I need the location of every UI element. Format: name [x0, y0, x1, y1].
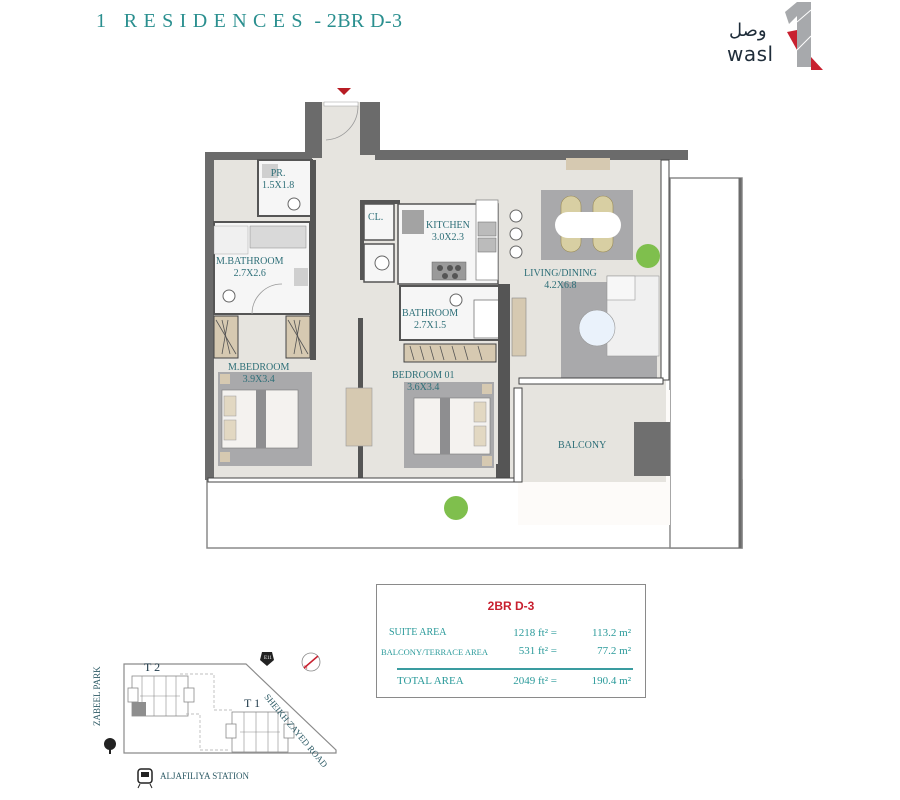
area-row-label: TOTAL AREA — [397, 675, 464, 687]
room-name: M.BEDROOM — [228, 362, 290, 373]
road-badge-text: E11 — [264, 656, 272, 661]
logo-one-mark-icon — [785, 2, 823, 70]
room-label-master-bedroom: M.BEDROOM 3.9X3.4 — [228, 362, 289, 386]
floor-plan: PR. 1.5X1.8 CL. KITCHEN 3.0X2.3 M.BATHRO… — [205, 88, 743, 549]
room-label-living-dining: LIVING/DINING 4.2X6.8 — [524, 268, 597, 292]
room-name: BEDROOM 01 — [392, 370, 455, 381]
room-name: BATHROOM — [402, 308, 459, 319]
logo-english-text: wasl — [727, 42, 774, 66]
title-unit: - 2BR D-3 — [308, 10, 403, 32]
title-project: 1 RESIDENCES — [96, 10, 309, 32]
room-name: KITCHEN — [426, 220, 470, 231]
room-size: 1.5X1.8 — [262, 180, 295, 191]
compass-north-label: N — [304, 666, 308, 671]
room-size: 3.6X3.4 — [407, 382, 440, 393]
area-row-label: SUITE AREA — [389, 627, 447, 638]
logo-arabic-text: وصل — [729, 20, 767, 41]
room-name: LIVING/DINING — [524, 268, 597, 279]
area-row-ft: 531 ft² = — [518, 645, 557, 657]
area-row-ft: 1218 ft² = — [513, 627, 557, 639]
room-label-powder: PR. 1.5X1.8 — [262, 168, 294, 192]
tower-label-t1: T 1 — [244, 696, 261, 710]
room-label-master-bathroom: M.BATHROOM 2.7X2.6 — [216, 256, 284, 280]
floor-plan-drawing — [205, 88, 743, 549]
station-label: ALJAFILIYA STATION — [160, 771, 250, 781]
tower-label-t2: T 2 — [144, 660, 161, 674]
room-label-closet: CL. — [368, 212, 383, 224]
room-name: BALCONY — [558, 440, 607, 451]
area-row-ft: 2049 ft² = — [513, 675, 557, 687]
room-label-kitchen: KITCHEN 3.0X2.3 — [426, 220, 470, 244]
area-summary-table: 2BR D-3 SUITE AREA 1218 ft² = 113.2 m² B… — [376, 584, 646, 698]
page-title: 1 RESIDENCES - 2BR D-3 — [96, 10, 402, 33]
room-label-bedroom-01: BEDROOM 01 3.6X3.4 — [392, 370, 455, 394]
park-label: ZABEEL PARK — [92, 666, 102, 726]
site-plan-drawing — [104, 652, 337, 789]
entrance-arrow-icon — [337, 88, 351, 95]
compass-icon — [301, 652, 321, 672]
area-row-m: 190.4 m² — [591, 675, 631, 687]
area-row-m: 77.2 m² — [597, 645, 631, 657]
room-size: 3.0X2.3 — [431, 232, 465, 243]
area-table-title: 2BR D-3 — [487, 599, 535, 613]
room-size: 2.7X2.6 — [233, 268, 266, 279]
wasl-logo: وصل wasl — [725, 2, 825, 72]
metro-station-icon — [137, 768, 153, 789]
room-size: 3.9X3.4 — [242, 374, 275, 385]
room-name: PR. — [270, 168, 286, 179]
key-plan: T 2 T 1 E11 SHEIKH ZAYED ROAD ZABEEL PAR… — [80, 640, 370, 800]
area-divider — [397, 668, 633, 670]
room-label-balcony: BALCONY — [558, 440, 606, 452]
room-label-bathroom: BATHROOM 2.7X1.5 — [402, 308, 458, 332]
tree-icon — [104, 738, 116, 754]
room-name: CL. — [368, 212, 384, 223]
unit-highlight — [132, 702, 146, 716]
room-size: 2.7X1.5 — [413, 320, 447, 331]
room-name: M.BATHROOM — [216, 256, 284, 267]
area-row-m: 113.2 m² — [592, 627, 631, 639]
room-size: 4.2X6.8 — [544, 280, 577, 291]
road-badge-icon — [260, 652, 274, 666]
area-row-label: BALCONY/TERRACE AREA — [381, 647, 488, 657]
